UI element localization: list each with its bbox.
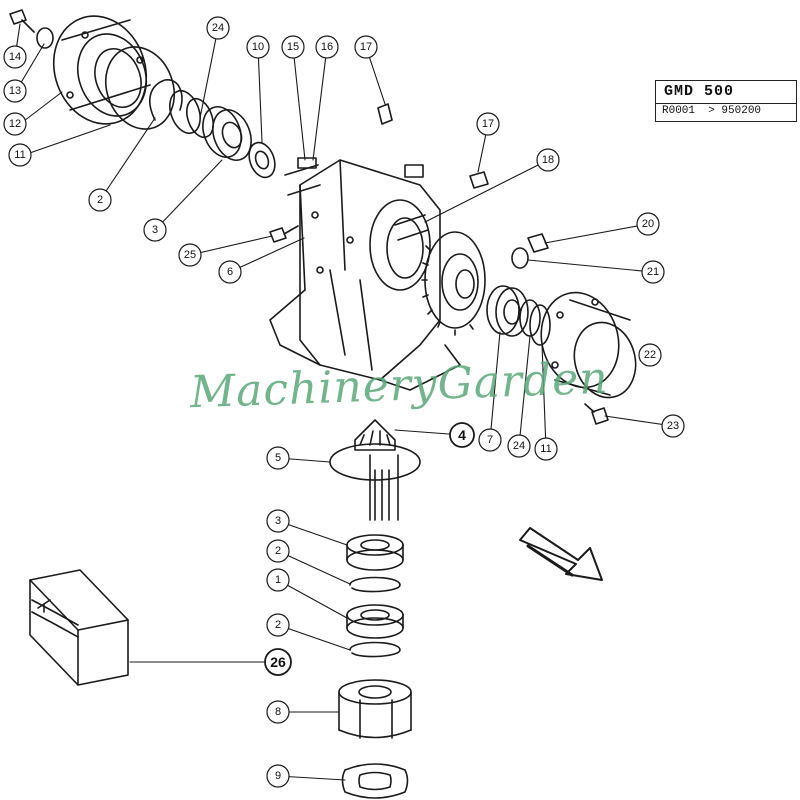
callout-18: 18 — [542, 154, 554, 166]
washer-9 — [341, 763, 409, 799]
callout-16: 16 — [321, 41, 333, 53]
spacer-ring-2 — [186, 97, 214, 139]
bearing-3-lower — [346, 534, 404, 571]
callout-21: 21 — [647, 266, 659, 278]
callout-23: 23 — [667, 420, 679, 432]
callout-6: 6 — [227, 266, 233, 278]
gearbox-housing-6 — [269, 157, 461, 391]
model-title: GMD 500 — [664, 83, 735, 100]
nut-8 — [338, 679, 412, 739]
o-ring-11-right — [529, 304, 551, 346]
circlip-2-lower — [349, 641, 401, 658]
callout-1: 1 — [275, 574, 281, 586]
model-label-box: GMD 500 R0001 > 950200 — [655, 80, 797, 122]
circlip-2 — [149, 79, 183, 121]
crown-gear — [421, 231, 486, 336]
bearing-3 — [202, 106, 252, 161]
bolt-25 — [269, 225, 299, 243]
callout-9: 9 — [275, 770, 281, 782]
callout-13: 13 — [9, 85, 21, 97]
right-flange-22 — [540, 291, 637, 399]
circlip-2-upper — [349, 576, 401, 593]
callout-17-top: 17 — [360, 41, 372, 53]
repair-kit-box-26 — [29, 569, 129, 686]
callout-3: 3 — [152, 224, 158, 236]
plug-17-top — [377, 103, 393, 125]
callout-10: 10 — [252, 41, 264, 53]
callout-15: 15 — [287, 41, 299, 53]
callout-2-upper: 2 — [275, 545, 281, 557]
callout-24: 24 — [212, 22, 224, 34]
callout-8: 8 — [275, 706, 281, 718]
spacer-ring — [169, 89, 201, 135]
left-flange-12 — [52, 15, 151, 125]
callout-17-side: 17 — [482, 118, 494, 130]
washer-13 — [36, 27, 54, 49]
bevel-pinion-4 — [354, 419, 399, 521]
callout-22: 22 — [644, 349, 656, 361]
callout-20: 20 — [642, 218, 654, 230]
callout-2-lower: 2 — [275, 619, 281, 631]
bolt-23 — [584, 403, 609, 425]
callout-11: 11 — [14, 149, 25, 161]
washer-21 — [511, 247, 529, 269]
direction-arrow-icon — [519, 527, 603, 581]
callout-4: 4 — [458, 427, 466, 443]
callout-11-right: 11 — [540, 443, 551, 455]
callout-2: 2 — [97, 194, 103, 206]
callout-12: 12 — [9, 118, 21, 130]
bearing-7 — [486, 285, 529, 337]
o-ring-11 — [105, 46, 175, 130]
model-divider — [656, 103, 796, 104]
callout-5: 5 — [275, 452, 281, 464]
callout-24-right: 24 — [513, 440, 525, 452]
callout-14: 14 — [9, 51, 21, 63]
callout-26: 26 — [270, 654, 286, 670]
seal-10 — [248, 141, 276, 179]
callout-3-lower: 3 — [275, 515, 281, 527]
callout-25: 25 — [184, 249, 196, 261]
plug-20 — [527, 233, 549, 253]
bearing-1 — [346, 604, 404, 639]
bolt-14 — [9, 9, 35, 33]
serial-range: R0001 > 950200 — [662, 105, 762, 117]
callout-7: 7 — [487, 434, 493, 446]
plug-17-side — [469, 171, 489, 189]
